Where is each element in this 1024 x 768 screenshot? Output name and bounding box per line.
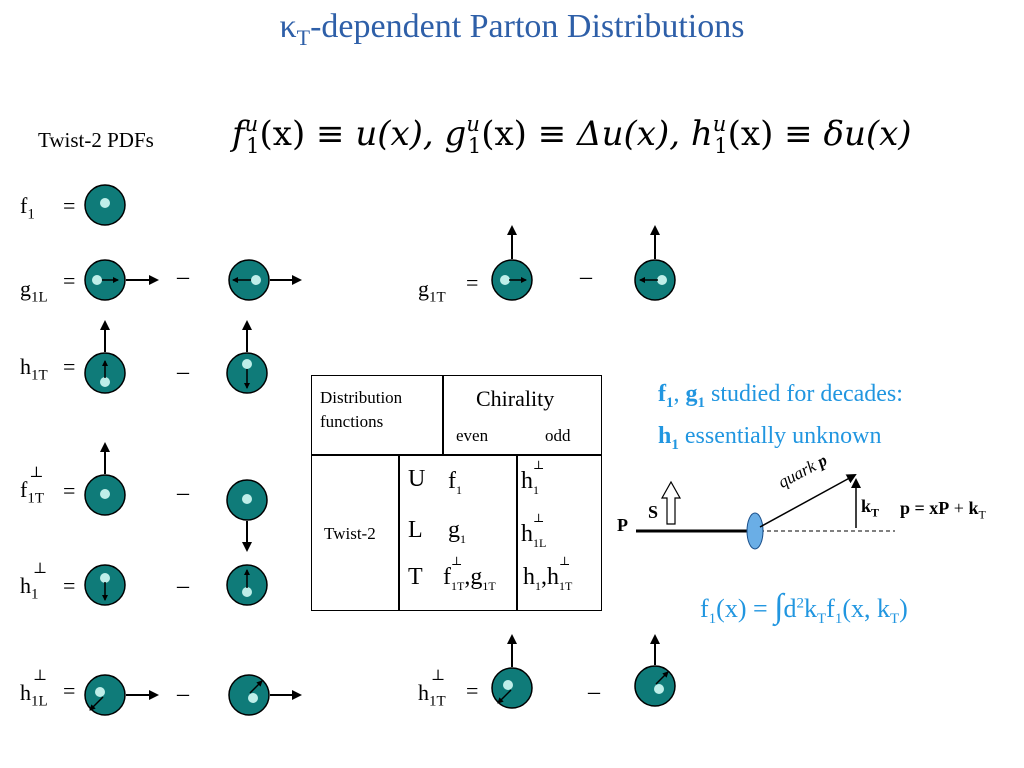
cell-T-even: f⊥1T,g1T <box>443 554 496 593</box>
cell-L-even: g1 <box>448 517 466 546</box>
table-header-chirality: Chirality <box>476 386 555 411</box>
status-note: f1, g1 studied for decades: h1 essential… <box>658 381 903 453</box>
h1T-perp-plus-nucleon <box>491 634 533 709</box>
minus-sign: – <box>177 264 189 290</box>
cell-T-odd: h1,h⊥1T <box>523 554 573 593</box>
minus-sign: – <box>588 679 600 705</box>
g1T-minus-nucleon <box>634 225 676 301</box>
equals-sign: = <box>63 573 76 598</box>
spin-label: S <box>648 502 659 522</box>
twist2-formula: fu1(x) ≡ u(x), gu1(x) ≡ Δu(x), hu1(x) ≡ … <box>232 112 912 158</box>
minus-sign: – <box>177 359 189 385</box>
integral-formula: f1(x) = ∫d2kTf1(x, kT) <box>700 588 908 628</box>
equals-sign: = <box>466 678 479 703</box>
kinematics-diagram <box>636 474 895 550</box>
g1L-plus-nucleon <box>84 259 159 301</box>
page-title: κT-dependent Parton Distributions <box>279 8 745 50</box>
table-row-L: L <box>408 517 423 543</box>
g1L-minus-nucleon <box>228 259 302 301</box>
h1-perp-minus-nucleon <box>226 564 268 606</box>
minus-sign: – <box>177 573 189 599</box>
symbol-h1T-perp: h⊥1T <box>418 668 446 710</box>
h1T-perp-minus-nucleon <box>634 634 676 707</box>
equals-sign: = <box>63 268 76 293</box>
f1-nucleon <box>84 184 126 226</box>
proton-label: P <box>617 515 628 535</box>
minus-sign: – <box>177 480 189 506</box>
symbol-h1L-perp: h⊥1L <box>20 668 48 710</box>
kT-label: kT <box>861 496 880 520</box>
symbol-h1T: h1T <box>20 354 48 384</box>
table-header-odd: odd <box>545 426 571 445</box>
cell-U-odd: h⊥1 <box>521 458 545 497</box>
equals-sign: = <box>63 193 76 218</box>
equals-sign: = <box>63 478 76 503</box>
h1-perp-plus-nucleon <box>84 564 126 606</box>
cell-L-odd: h⊥1L <box>521 511 547 550</box>
table-header-even: even <box>456 426 489 445</box>
cell-U-even: f1 <box>448 468 462 497</box>
minus-sign: – <box>177 681 189 707</box>
symbol-g1T: g1T <box>418 276 446 306</box>
twist2-label: Twist-2 PDFs <box>38 128 154 152</box>
f1T-perp-plus-nucleon <box>84 442 126 516</box>
h1T-plus-nucleon <box>84 320 126 394</box>
symbol-h1-perp: h⊥1 <box>20 561 48 603</box>
equals-sign: = <box>466 270 479 295</box>
table-row-T: T <box>408 564 423 590</box>
minus-sign: – <box>580 264 592 290</box>
g1T-plus-nucleon <box>491 225 533 301</box>
equals-sign: = <box>63 678 76 703</box>
table-row-U: U <box>408 466 426 492</box>
symbol-g1L: g1L <box>20 276 48 306</box>
momentum-equation: p = xP + kT <box>900 498 986 522</box>
equals-sign: = <box>63 354 76 379</box>
f1T-perp-minus-nucleon <box>226 479 268 552</box>
symbol-f1: f1 <box>20 193 35 223</box>
table-row-label: Twist-2 <box>324 524 376 543</box>
h1T-minus-nucleon <box>226 320 268 394</box>
h1L-perp-minus-nucleon <box>228 674 302 716</box>
symbol-f1T-perp: f⊥1T <box>20 465 44 507</box>
h1L-perp-plus-nucleon <box>84 674 159 716</box>
